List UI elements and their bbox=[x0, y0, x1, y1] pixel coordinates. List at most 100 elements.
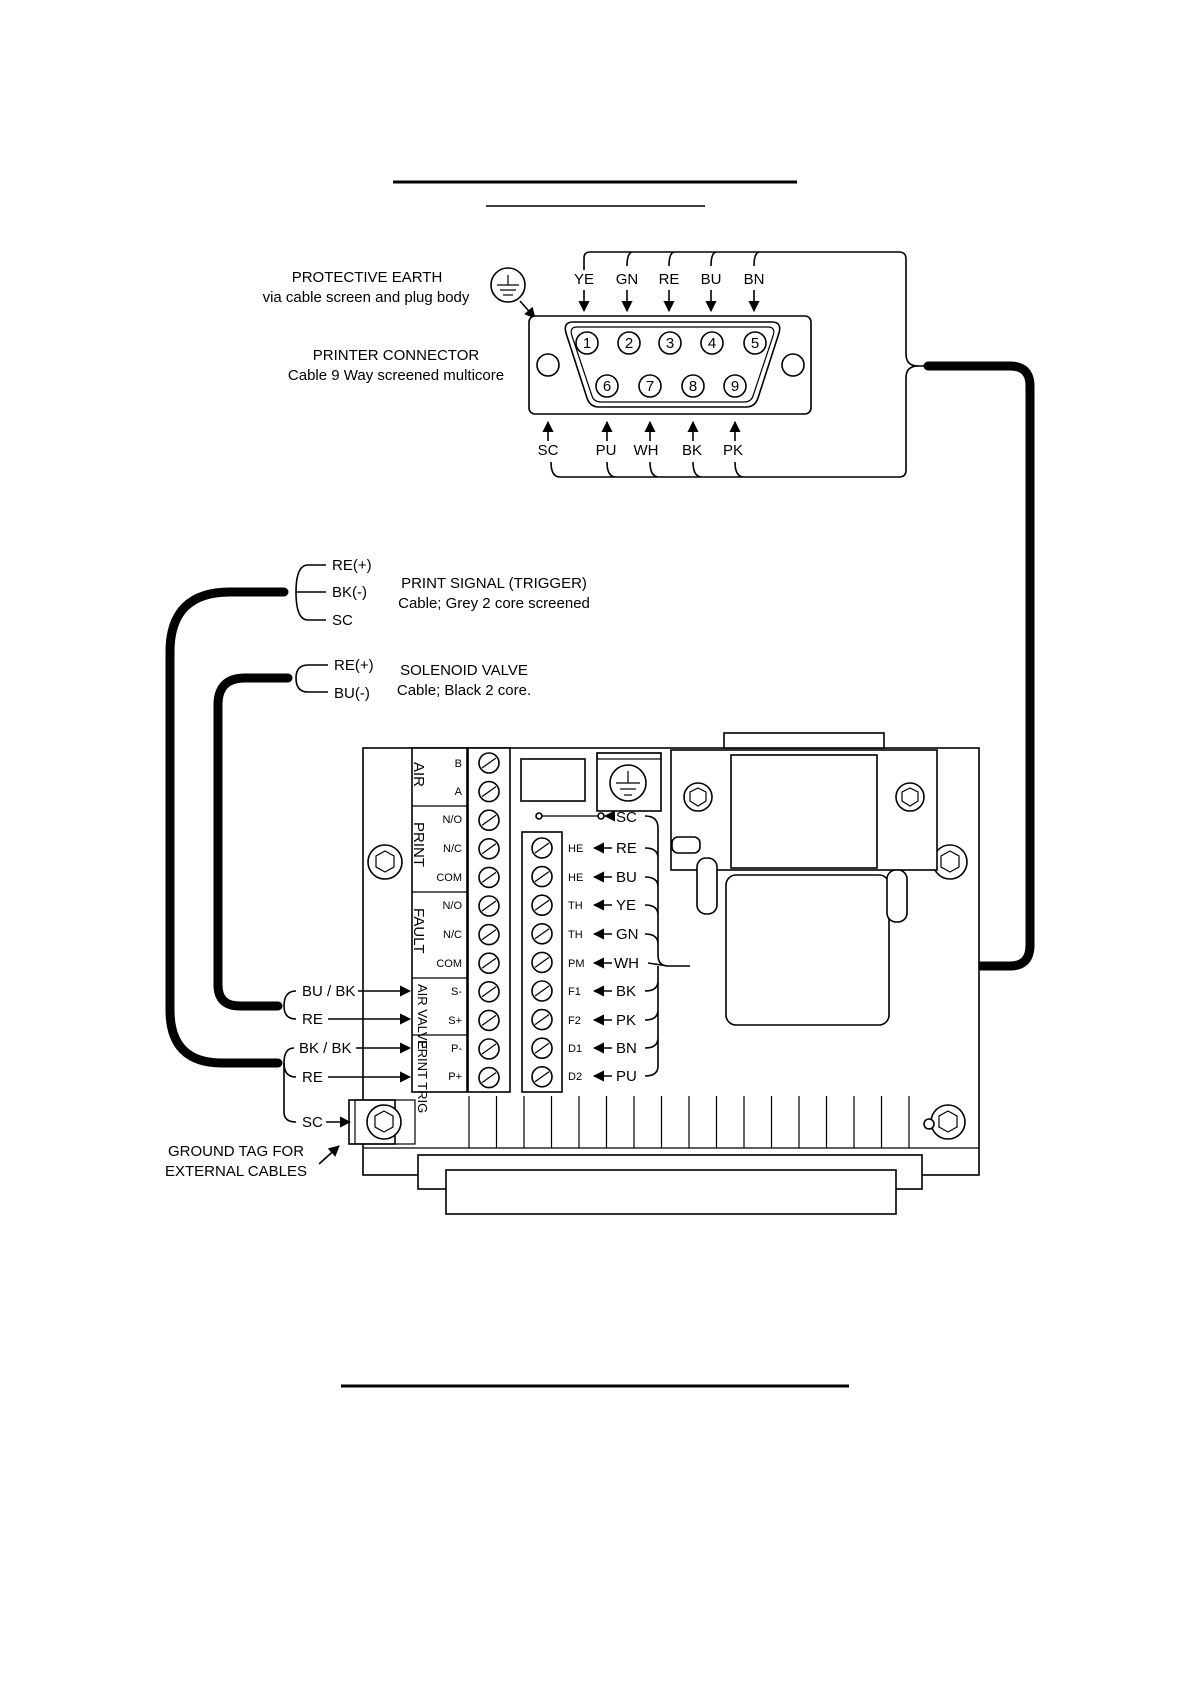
wire-label: RE bbox=[302, 1069, 323, 1086]
wire-label: BK(-) bbox=[332, 584, 367, 601]
terminal-screw-icon bbox=[478, 780, 500, 803]
bottom-wire-harness bbox=[550, 365, 919, 478]
left-terminal-block bbox=[411, 747, 511, 1093]
terminal-screw-icon bbox=[531, 951, 553, 974]
left-wire-labels: BU / BK RE BK / BK RE SC bbox=[299, 983, 355, 1131]
terminal-pin-label: PM bbox=[568, 958, 585, 970]
print-signal-subtitle: Cable; Grey 2 core screened bbox=[398, 595, 590, 612]
terminal-pin-label: N/O bbox=[442, 814, 462, 826]
pin-label: 4 bbox=[708, 335, 716, 352]
terminal-screw-icon bbox=[478, 923, 500, 946]
bottom-wire-arrows bbox=[542, 420, 741, 441]
connector-pins: 1 2 3 4 5 6 7 8 9 bbox=[575, 331, 767, 398]
right-wire-harness bbox=[644, 815, 690, 1077]
right-wire-labels: SC RE BU YE GN WH BK PK BN PU bbox=[614, 809, 639, 1085]
wire-label: WH bbox=[634, 442, 659, 459]
left-terminal-screws bbox=[478, 752, 500, 1089]
wire-label: PK bbox=[723, 442, 743, 459]
ground-tag-icon bbox=[348, 1099, 416, 1145]
board-connector-icon bbox=[670, 749, 938, 1026]
terminal-screw-icon bbox=[478, 1066, 500, 1089]
solenoid-valve-subtitle: Cable; Black 2 core. bbox=[397, 682, 531, 699]
print-signal-label: PRINT SIGNAL (TRIGGER) Cable; Grey 2 cor… bbox=[398, 575, 590, 612]
terminal-pin-label: HE bbox=[568, 872, 583, 884]
terminal-pin-label: TH bbox=[568, 929, 583, 941]
terminal-screw-icon bbox=[478, 980, 500, 1003]
wire-label: SC bbox=[616, 809, 637, 826]
wire-label: SC bbox=[302, 1114, 323, 1131]
terminal-screw-icon bbox=[478, 895, 500, 917]
wire-label: BU bbox=[616, 869, 637, 886]
mounting-screw-icon bbox=[923, 1104, 966, 1140]
right-wire-arrows bbox=[592, 810, 616, 1082]
wire-label: PK bbox=[616, 1012, 636, 1029]
wire-label: BN bbox=[744, 271, 765, 288]
wire-label: BU bbox=[701, 271, 722, 288]
terminal-pin-label: N/O bbox=[442, 900, 462, 912]
top-wire-arrows bbox=[578, 290, 760, 313]
solenoid-valve-title: SOLENOID VALVE bbox=[400, 662, 528, 679]
protective-earth-title: PROTECTIVE EARTH bbox=[292, 269, 443, 286]
wire-label: PU bbox=[616, 1068, 637, 1085]
protective-earth-label: PROTECTIVE EARTH via cable screen and pl… bbox=[263, 269, 470, 306]
terminal-pin-label: COM bbox=[436, 958, 462, 970]
earth-terminal-icon bbox=[596, 752, 662, 812]
wire-label: BK / BK bbox=[299, 1040, 352, 1057]
terminal-screw-icon bbox=[531, 1037, 553, 1059]
ground-tag-arrow bbox=[318, 1145, 340, 1165]
wire-label: RE bbox=[616, 840, 637, 857]
solenoid-valve-cable bbox=[213, 673, 293, 1011]
printer-cable bbox=[685, 361, 1035, 971]
top-wire-labels: YE GN RE BU BN bbox=[574, 271, 764, 288]
wire-label: YE bbox=[616, 897, 636, 914]
terminal-pin-label: N/C bbox=[443, 929, 462, 941]
terminal-pin-label: P- bbox=[451, 1043, 462, 1055]
terminal-pin-label: S+ bbox=[448, 1015, 462, 1027]
terminal-pin-label: HE bbox=[568, 843, 583, 855]
print-signal-cable bbox=[165, 587, 289, 1068]
pin-label: 5 bbox=[751, 335, 759, 352]
terminal-screw-icon bbox=[531, 894, 553, 917]
wire-label: RE(+) bbox=[332, 557, 372, 574]
terminal-screw-icon bbox=[478, 837, 500, 860]
terminal-screw-icon bbox=[531, 865, 553, 888]
terminal-screw-icon bbox=[478, 866, 500, 889]
printer-connector-icon bbox=[528, 315, 812, 415]
terminal-pin-label: P+ bbox=[448, 1071, 462, 1083]
wire-label: PU bbox=[596, 442, 617, 459]
terminal-screw-icon bbox=[478, 752, 500, 774]
terminal-screw-icon bbox=[531, 1008, 553, 1031]
link-jumper-icon bbox=[535, 812, 605, 820]
right-terminal-screws bbox=[531, 837, 553, 1088]
ground-tag-line1: GROUND TAG FOR bbox=[168, 1143, 304, 1160]
bottom-wire-labels: SC PU WH BK PK bbox=[538, 442, 743, 459]
terminal-screw-icon bbox=[478, 952, 500, 975]
wire-label: BK bbox=[682, 442, 702, 459]
terminal-group-label: FAULT bbox=[410, 908, 427, 954]
top-wire-harness bbox=[583, 251, 924, 367]
printer-connector-label: PRINTER CONNECTOR Cable 9 Way screened m… bbox=[288, 347, 504, 384]
terminal-pin-label: A bbox=[455, 786, 463, 798]
ground-tag-label: GROUND TAG FOR EXTERNAL CABLES bbox=[165, 1143, 307, 1180]
print-signal-title: PRINT SIGNAL (TRIGGER) bbox=[401, 575, 587, 592]
terminal-screw-icon bbox=[531, 837, 553, 859]
protective-earth-subtitle: via cable screen and plug body bbox=[263, 289, 470, 306]
wire-label: BU(-) bbox=[334, 685, 370, 702]
wire-label: BK bbox=[616, 983, 636, 1000]
mounting-screw-icon bbox=[367, 844, 403, 880]
pin-label: 3 bbox=[666, 335, 674, 352]
pin-label: 8 bbox=[689, 378, 697, 395]
terminal-group-label: PRINT TRIG bbox=[415, 1040, 430, 1113]
terminal-pin-label: F2 bbox=[568, 1015, 581, 1027]
terminal-screw-icon bbox=[478, 1009, 500, 1032]
terminal-pin-label: N/C bbox=[443, 843, 462, 855]
terminal-group-label: PRINT bbox=[410, 822, 427, 867]
pin-label: 7 bbox=[646, 378, 654, 395]
terminal-group-label: AIR bbox=[410, 762, 427, 787]
terminal-pin-label: F1 bbox=[568, 986, 581, 998]
printer-connector-title: PRINTER CONNECTOR bbox=[313, 347, 480, 364]
relay-icon bbox=[520, 758, 586, 802]
earth-symbol-icon bbox=[490, 267, 526, 303]
wire-label: WH bbox=[614, 955, 639, 972]
